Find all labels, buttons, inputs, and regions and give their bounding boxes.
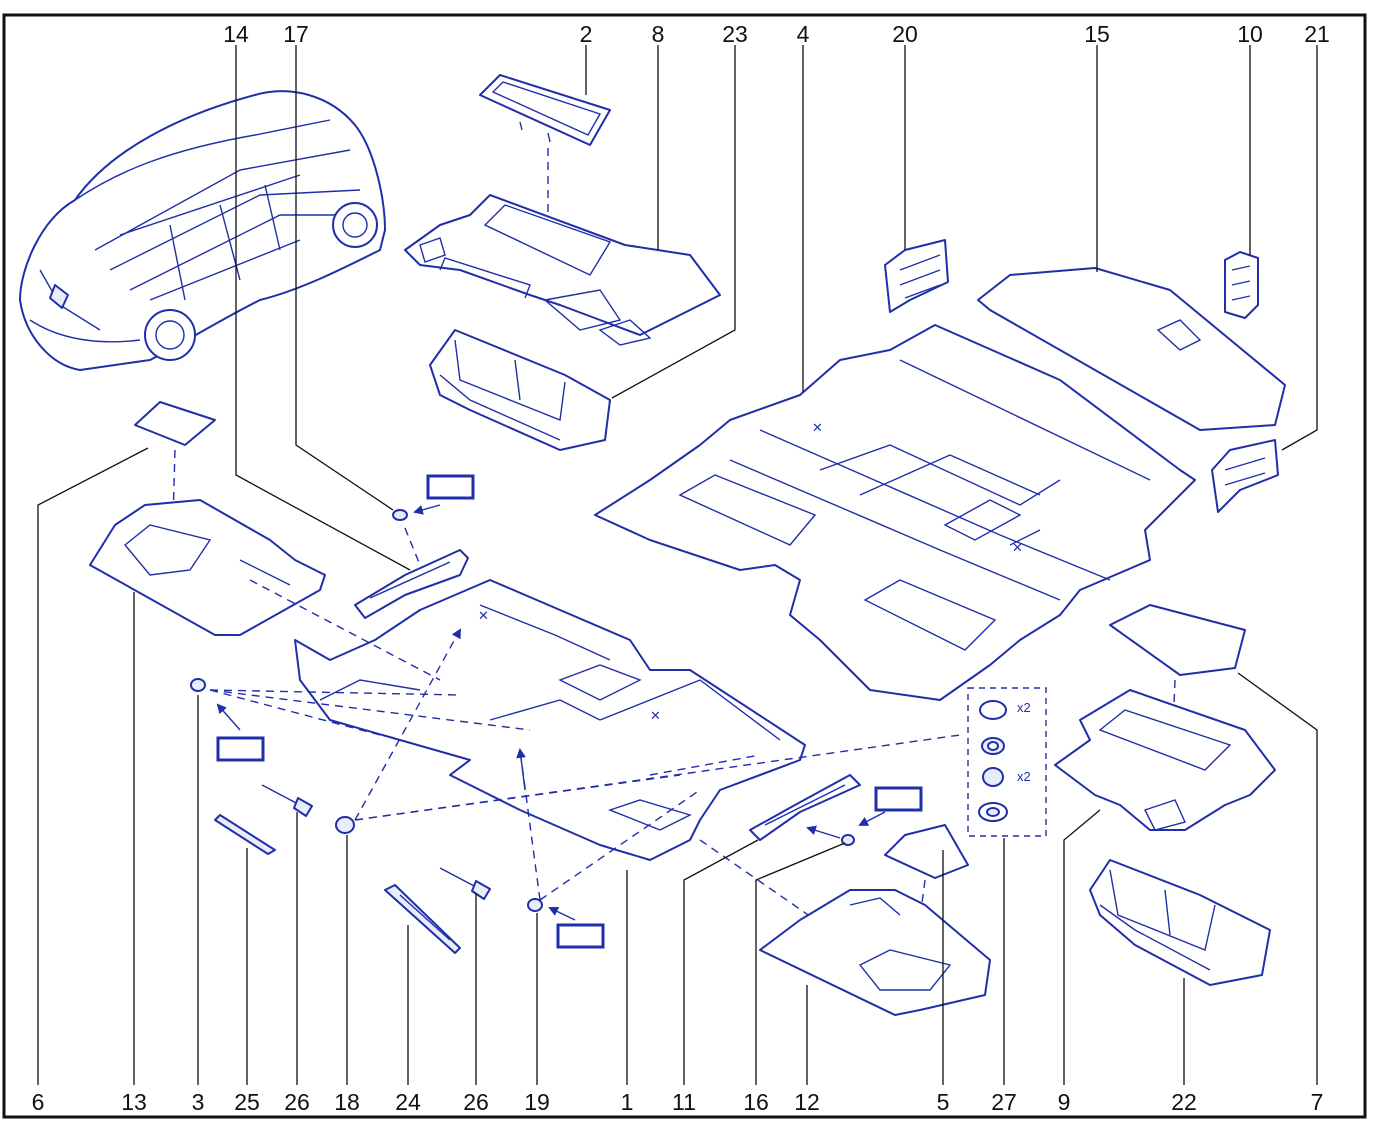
callout-label: 8: [652, 21, 665, 47]
vehicle-overview-illustration: [19, 90, 386, 371]
leader-lines: [37, 45, 1318, 1085]
callout-label: 11: [672, 1089, 696, 1115]
callout-label: 14: [223, 21, 249, 47]
callout-label: 27: [991, 1089, 1017, 1115]
part-17-clip: [392, 509, 408, 521]
part-13-floor-panel: [89, 499, 326, 636]
part-2-cover-lid: [479, 74, 611, 146]
bottom-callout-labels: 6 13 3 25 26 18 24 26 19 1 11 16 12 5 27…: [32, 1089, 1324, 1115]
callout-label: 5: [937, 1089, 950, 1115]
callout-label: 10: [1237, 21, 1263, 47]
symbol-box: [426, 474, 475, 500]
callout-label: 13: [121, 1089, 147, 1115]
part-6-cover-lid: [134, 401, 216, 446]
callout-label: 3: [192, 1089, 205, 1115]
callout-label: 18: [334, 1089, 360, 1115]
part-27-fastener-kit: [967, 687, 1047, 837]
part-11-trim-rail: [749, 774, 861, 841]
callout-label: 16: [743, 1089, 769, 1115]
svg-text:✕: ✕: [812, 420, 823, 435]
callout-label: 1: [621, 1089, 634, 1115]
part-24-trim-strip: [384, 884, 461, 954]
callout-label: 15: [1084, 21, 1110, 47]
fastener-guide-lines: [209, 579, 961, 931]
callout-label: 21: [1304, 21, 1330, 47]
part-22-storage-tub: [1089, 859, 1271, 986]
part-15-parcel-shelf: [977, 267, 1286, 431]
svg-text:✕: ✕: [650, 708, 661, 723]
kit-quantity-label: x2: [1017, 700, 1031, 715]
callout-label: 25: [234, 1089, 260, 1115]
symbol-box: [556, 923, 605, 949]
callout-label: 6: [32, 1089, 45, 1115]
callout-label: 26: [463, 1089, 489, 1115]
callout-label: 12: [794, 1089, 820, 1115]
part-18-grommet: [335, 816, 355, 834]
part-12-floor-panel: [759, 889, 991, 1016]
part-8-storage-tray-frame: [404, 194, 721, 346]
part-20-bracket: [884, 239, 949, 313]
callout-label: 20: [892, 21, 918, 47]
svg-text:✕: ✕: [1012, 540, 1023, 555]
part-9-storage-tray-frame: [1054, 689, 1276, 831]
top-callout-labels: 14 17 2 8 23 4 20 15 10 21: [223, 21, 1330, 47]
callout-label: 7: [1311, 1089, 1324, 1115]
diagram-border: [2, 13, 1367, 1119]
part-7-cover-lid: [1109, 604, 1246, 676]
part-14-trim-rail: [354, 549, 469, 619]
part-4-rear-floor-assembly: ✕ ✕: [594, 324, 1196, 701]
callout-label: 4: [797, 21, 810, 47]
callout-label: 26: [284, 1089, 310, 1115]
part-23-storage-tub: [429, 329, 611, 451]
svg-text:✕: ✕: [478, 608, 489, 623]
callout-label: 23: [722, 21, 748, 47]
part-10-clip: [1224, 251, 1259, 319]
part-21-bracket: [1211, 439, 1279, 513]
callout-label: 24: [395, 1089, 421, 1115]
callout-label: 22: [1171, 1089, 1197, 1115]
callout-label: 9: [1058, 1089, 1071, 1115]
callout-label: 19: [524, 1089, 550, 1115]
callout-label: 17: [283, 21, 309, 47]
callout-label: 2: [580, 21, 593, 47]
part-1-front-floor-carpet: ✕ ✕: [294, 579, 806, 861]
part-16-clip: [841, 834, 855, 846]
part-25-trim-strip: [214, 814, 276, 855]
part-26-push-rivet-b: [439, 867, 491, 900]
part-26-push-rivet: [261, 784, 313, 817]
part-3-clip: [190, 678, 206, 692]
part-5-cover-lid: [884, 824, 969, 879]
part-19-clip: [527, 898, 543, 912]
kit-quantity-label: x2: [1017, 769, 1031, 784]
symbol-box: [216, 736, 265, 762]
symbol-box: [874, 786, 923, 812]
